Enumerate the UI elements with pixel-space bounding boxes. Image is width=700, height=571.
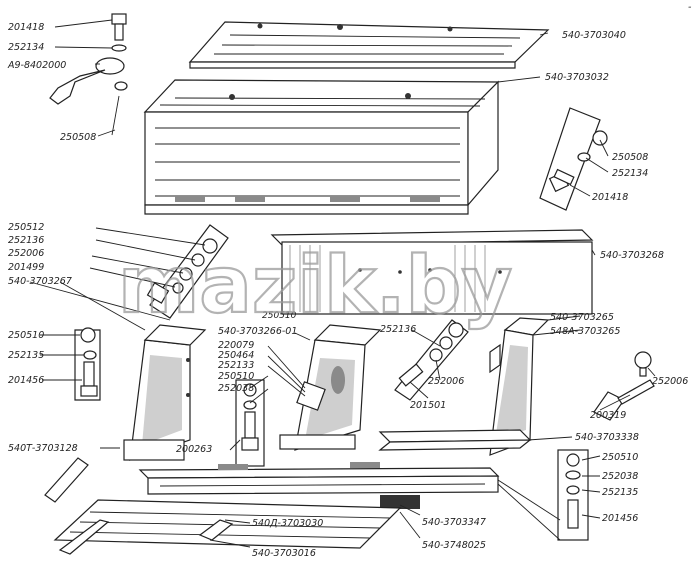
lower-long-bar bbox=[138, 462, 500, 509]
label-200319: 200319 bbox=[590, 410, 626, 421]
leader-lines bbox=[29, 19, 656, 548]
part-labels: 201418 252134 А9-8402000 250508 540-3703… bbox=[7, 2, 692, 559]
label-250464: 250464 bbox=[218, 350, 254, 361]
label-252135-left: 252135 bbox=[8, 350, 44, 361]
label-250510-center: 250510 bbox=[262, 311, 297, 321]
label-252136-center: 252136 bbox=[380, 324, 416, 335]
label-250508-left: 250508 bbox=[60, 132, 96, 143]
right-bracket bbox=[489, 317, 550, 456]
label-540-3703266-01: 540-3703266-01 bbox=[218, 326, 297, 337]
right-lower-fasteners bbox=[557, 449, 589, 541]
lid-plate bbox=[188, 21, 550, 69]
left-washer-group bbox=[146, 224, 229, 319]
label-252006-center: 252006 bbox=[428, 376, 464, 387]
label-250510-right: 250510 bbox=[602, 452, 638, 463]
label-540-3703265: 540-3703265 bbox=[550, 312, 614, 323]
label-201456-left: 201456 bbox=[8, 375, 44, 386]
label-540-3703032: 540-3703032 bbox=[545, 72, 609, 83]
right-rail bbox=[378, 429, 532, 451]
label-220079: 220079 bbox=[218, 340, 254, 351]
label-540t-3703128: 540Т-3703128 bbox=[8, 443, 78, 454]
label-540-3703040: 540-3703040 bbox=[562, 30, 626, 41]
left-lower-fasteners bbox=[74, 327, 101, 401]
label-201501: 201501 bbox=[410, 400, 446, 411]
corner-mark: - bbox=[688, 2, 692, 13]
label-a9-8402000: А9-8402000 bbox=[7, 60, 66, 71]
label-252038-left: 252038 bbox=[218, 383, 254, 394]
label-252134-top: 252134 bbox=[8, 42, 44, 53]
label-540-3703347: 540-3703347 bbox=[422, 517, 486, 528]
bottom-plates bbox=[53, 499, 402, 555]
center-fasteners bbox=[394, 319, 469, 401]
center-bracket bbox=[279, 324, 382, 451]
label-540-3703338: 540-3703338 bbox=[575, 432, 639, 443]
label-252006-right: 252006 bbox=[652, 376, 688, 387]
label-540-3703268: 540-3703268 bbox=[600, 250, 664, 261]
battery-box-cover bbox=[143, 79, 500, 215]
label-252038-right: 252038 bbox=[602, 471, 638, 482]
label-201418-right: 201418 bbox=[592, 192, 628, 203]
label-252134-right: 252134 bbox=[612, 168, 648, 179]
left-bracket bbox=[123, 324, 207, 461]
label-250512: 250512 bbox=[8, 222, 44, 233]
left-strap bbox=[44, 457, 89, 503]
label-540-3703016: 540-3703016 bbox=[252, 548, 316, 559]
top-left-fasteners bbox=[49, 13, 128, 136]
right-upper-fasteners bbox=[539, 107, 608, 211]
label-250510-left: 250510 bbox=[8, 330, 44, 341]
label-252133: 252133 bbox=[218, 360, 254, 371]
label-540-3703267: 540-3703267 bbox=[8, 276, 72, 287]
label-201499: 201499 bbox=[8, 262, 44, 273]
label-250508-right: 250508 bbox=[612, 152, 648, 163]
label-548a-3703265: 548А-3703265 bbox=[550, 326, 620, 337]
label-252006-left: 252006 bbox=[8, 248, 44, 259]
label-540-3748025: 540-3748025 bbox=[422, 540, 486, 551]
label-252136-left: 252136 bbox=[8, 235, 44, 246]
label-201418-top: 201418 bbox=[8, 22, 44, 33]
watermark-text: mazik.by bbox=[118, 241, 512, 331]
label-201456-right: 201456 bbox=[602, 513, 638, 524]
label-252135-right: 252135 bbox=[602, 487, 638, 498]
rear-box-panel bbox=[270, 229, 594, 315]
label-200263: 200263 bbox=[176, 444, 212, 455]
label-540d-3703030: 540Д-3703030 bbox=[252, 518, 323, 529]
center-left-fasteners bbox=[235, 379, 265, 467]
label-250510-bracket: 250510 bbox=[218, 371, 254, 382]
